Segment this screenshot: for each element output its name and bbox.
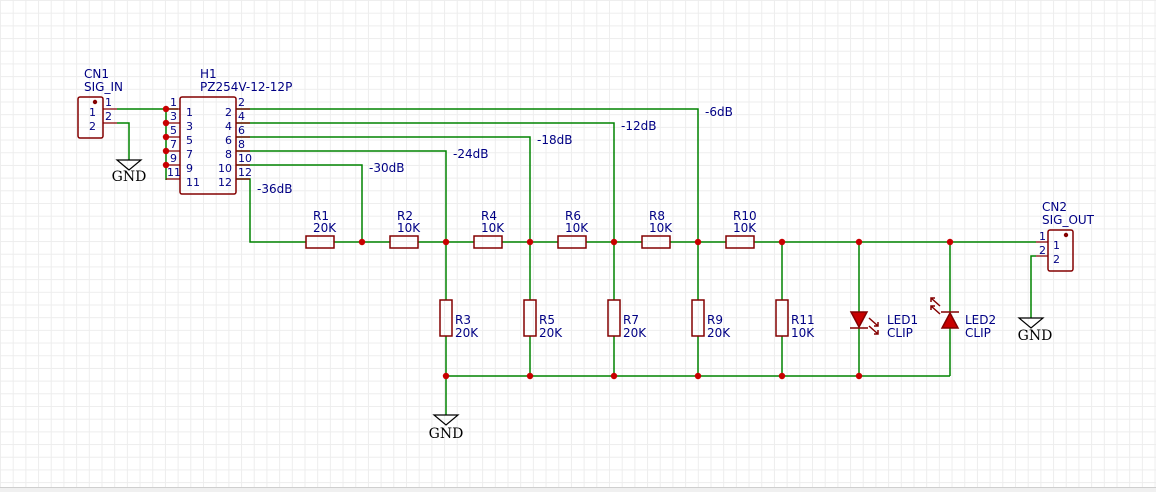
r5-value: 20K xyxy=(539,326,563,340)
cn2-ref: CN2 xyxy=(1042,200,1067,214)
r1-ref: R1 xyxy=(313,209,329,223)
h1-pin-3-ext: 3 xyxy=(170,110,177,123)
r3-value: 20K xyxy=(455,326,479,340)
r8-value: 10K xyxy=(649,221,673,235)
r10-ref: R10 xyxy=(733,209,757,223)
cn1-pin-2-num: 2 xyxy=(89,120,96,133)
h1-pin-5-ext: 5 xyxy=(170,124,177,137)
r3-ref: R3 xyxy=(455,313,471,327)
h1-pin-5: 5 xyxy=(186,134,193,147)
r6-value: 10K xyxy=(565,221,589,235)
h1-pin-12-ext: 12 xyxy=(238,166,252,179)
cn2-pin-2-num: 2 xyxy=(1053,253,1060,266)
cn1-pin-2-label: 2 xyxy=(105,110,112,123)
net-label-12db: -12dB xyxy=(621,119,656,133)
h1-pin-9: 9 xyxy=(186,162,193,175)
r8-ref: R8 xyxy=(649,209,665,223)
gnd-label-1: GND xyxy=(112,169,147,185)
cn1-value: SIG_IN xyxy=(84,80,123,94)
r7-value: 20K xyxy=(623,326,647,340)
h1-pin-7-ext: 7 xyxy=(170,138,177,151)
connector-cn1[interactable] xyxy=(77,96,117,139)
junctions xyxy=(162,105,954,380)
led2-symbol[interactable] xyxy=(930,297,960,329)
series-resistor-bodies[interactable] xyxy=(305,235,755,249)
r5-ref: R5 xyxy=(539,313,555,327)
led1-ref: LED1 xyxy=(887,313,918,327)
h1-pin-4: 4 xyxy=(225,120,232,133)
r4-value: 10K xyxy=(481,221,505,235)
h1-pin-6-ext: 6 xyxy=(238,124,245,137)
h1-pin-10: 10 xyxy=(218,162,232,175)
switch-h1[interactable] xyxy=(166,96,250,195)
cn2-value: SIG_OUT xyxy=(1042,213,1095,227)
h1-pin-11-ext: 11 xyxy=(167,166,181,179)
shunt-resistor-bodies[interactable] xyxy=(439,299,789,337)
r6-ref: R6 xyxy=(565,209,581,223)
r2-ref: R2 xyxy=(397,209,413,223)
h1-value: PZ254V-12-12P xyxy=(200,80,292,94)
cn1-ref: CN1 xyxy=(84,67,109,81)
r10-value: 10K xyxy=(733,221,757,235)
cn2-pin-2-label: 2 xyxy=(1039,244,1046,257)
wires xyxy=(117,108,1036,415)
net-label-18db: -18dB xyxy=(537,133,572,147)
connector-cn2[interactable] xyxy=(1036,229,1074,272)
gnd-symbol-3 xyxy=(1017,317,1045,329)
h1-pin-1-ext: 1 xyxy=(170,96,177,109)
r4-ref: R4 xyxy=(481,209,497,223)
h1-pin-9-ext: 9 xyxy=(170,152,177,165)
net-label-30db: -30dB xyxy=(369,161,404,175)
r11-value: 10K xyxy=(791,326,815,340)
led2-ref: LED2 xyxy=(965,313,996,327)
cn1-pin-1-num: 1 xyxy=(89,106,96,119)
h1-pin-8-ext: 8 xyxy=(238,138,245,151)
h1-pin-4-ext: 4 xyxy=(238,110,245,123)
r9-value: 20K xyxy=(707,326,731,340)
r2-value: 10K xyxy=(397,221,421,235)
gnd-symbol-1 xyxy=(115,159,143,171)
led1-symbol[interactable] xyxy=(849,311,879,335)
gnd-symbol-2 xyxy=(432,414,460,426)
h1-pin-11: 11 xyxy=(186,176,200,189)
led1-value: CLIP xyxy=(887,326,913,340)
net-label-24db: -24dB xyxy=(453,147,488,161)
net-label-6db: -6dB xyxy=(705,105,733,119)
h1-pin-12: 12 xyxy=(218,176,232,189)
h1-pin-1: 1 xyxy=(186,106,193,119)
h1-pin-2: 2 xyxy=(225,106,232,119)
gnd-label-3: GND xyxy=(1018,328,1053,344)
led2-value: CLIP xyxy=(965,326,991,340)
r11-ref: R11 xyxy=(791,313,815,327)
h1-pin-10-ext: 10 xyxy=(238,152,252,165)
cn1-pin-1-label: 1 xyxy=(105,96,112,109)
h1-pin-6: 6 xyxy=(225,134,232,147)
cn2-pin-1-num: 1 xyxy=(1053,239,1060,252)
cn2-pin-1-label: 1 xyxy=(1039,230,1046,243)
r9-ref: R9 xyxy=(707,313,723,327)
h1-pin-2-ext: 2 xyxy=(238,96,245,109)
bottom-scrollbar[interactable] xyxy=(0,487,1156,492)
net-label-36db: -36dB xyxy=(257,182,292,196)
h1-pin-8: 8 xyxy=(225,148,232,161)
h1-pin-3: 3 xyxy=(186,120,193,133)
r7-ref: R7 xyxy=(623,313,639,327)
gnd-label-2: GND xyxy=(429,426,464,442)
h1-pin-7: 7 xyxy=(186,148,193,161)
h1-ref: H1 xyxy=(200,67,217,81)
r1-value: 20K xyxy=(313,221,337,235)
